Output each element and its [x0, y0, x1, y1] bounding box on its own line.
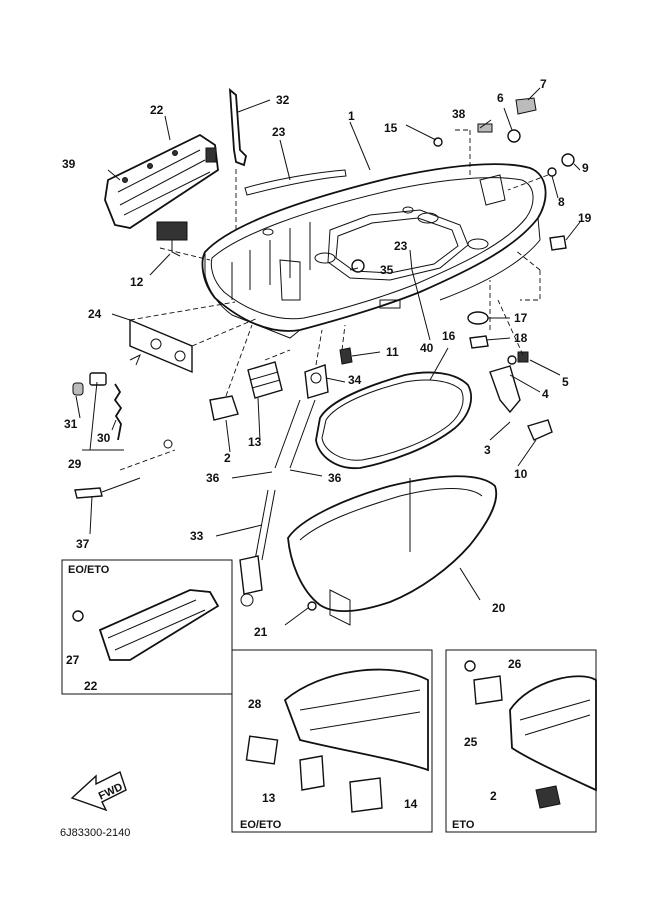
- label-part-1: 1: [348, 109, 355, 123]
- label-part-6: 6: [497, 91, 504, 105]
- label-part-25: 25: [464, 735, 478, 749]
- rubber-parts-2-13: [209, 361, 283, 421]
- label-part-29: 29: [68, 457, 82, 471]
- label-part-18: 18: [514, 331, 528, 345]
- label-part-22-inset: 22: [84, 679, 98, 693]
- plate-part-24: [129, 318, 193, 374]
- bottom-cowling-part-1: [201, 163, 547, 339]
- label-part-33: 33: [190, 529, 204, 543]
- label-part-30: 30: [97, 431, 111, 445]
- label-part-14: 14: [404, 797, 418, 811]
- label-part-12: 12: [130, 275, 144, 289]
- inset-eto: [445, 649, 597, 833]
- label-part-20: 20: [492, 601, 506, 615]
- lower-cover-part-20: [287, 475, 498, 626]
- label-part-36-right: 36: [328, 471, 342, 485]
- seal-strip-part-23: [244, 169, 347, 196]
- inset-eo-eto-left: [61, 559, 233, 695]
- label-part-28: 28: [248, 697, 262, 711]
- label-part-5: 5: [562, 375, 569, 389]
- gasket-part-16: [315, 371, 472, 469]
- callout-leaders: [75, 87, 581, 626]
- label-part-38: 38: [452, 107, 466, 121]
- label-part-22: 22: [150, 103, 164, 117]
- label-part-13: 13: [248, 435, 262, 449]
- label-part-40: 40: [420, 341, 434, 355]
- label-part-8: 8: [558, 195, 565, 209]
- label-part-39: 39: [62, 157, 76, 171]
- document-code: 6J83300-2140: [60, 827, 130, 839]
- bracket-part-12: [156, 221, 188, 257]
- label-part-23-inner: 23: [394, 239, 408, 253]
- label-part-15: 15: [384, 121, 398, 135]
- label-part-23: 23: [272, 125, 286, 139]
- label-part-34: 34: [348, 373, 362, 387]
- label-part-9: 9: [582, 161, 589, 175]
- inset-title-eo-eto-bottom: EO/ETO: [240, 819, 282, 831]
- label-part-13-inset: 13: [262, 791, 276, 805]
- lever-part-32: [228, 87, 247, 167]
- inset-title-eo-eto-left: EO/ETO: [68, 564, 110, 576]
- inset-eo-eto-bottom: [231, 649, 433, 833]
- fwd-arrow-icon: [70, 771, 127, 812]
- assembly-dashed-lines: [129, 129, 549, 397]
- label-part-2-eto: 2: [490, 789, 497, 803]
- label-part-11: 11: [386, 345, 399, 359]
- label-part-35: 35: [380, 263, 394, 277]
- label-part-37: 37: [76, 537, 90, 551]
- part-number-labels: 1 2 2 3 4 5 6 7 8 9 10 11 12 13 13 14 15…: [62, 77, 592, 811]
- label-part-3: 3: [484, 443, 491, 457]
- small-parts-left: [72, 353, 176, 499]
- inset-title-eto: ETO: [452, 819, 475, 831]
- small-parts-right: [307, 97, 575, 611]
- label-part-26: 26: [508, 657, 522, 671]
- label-part-16: 16: [442, 329, 456, 343]
- label-part-17: 17: [514, 311, 528, 325]
- label-part-24: 24: [88, 307, 102, 321]
- label-part-32: 32: [276, 93, 290, 107]
- label-part-31: 31: [64, 417, 78, 431]
- label-part-2: 2: [224, 451, 231, 465]
- label-part-27: 27: [66, 653, 80, 667]
- label-part-4: 4: [542, 387, 549, 401]
- cover-part-22: [104, 133, 219, 229]
- label-part-36-left: 36: [206, 471, 220, 485]
- cable-parts-33-34-36: [239, 364, 329, 607]
- label-part-10: 10: [514, 467, 528, 481]
- label-part-19: 19: [578, 211, 592, 225]
- label-part-7: 7: [540, 77, 547, 91]
- label-part-21: 21: [254, 625, 268, 639]
